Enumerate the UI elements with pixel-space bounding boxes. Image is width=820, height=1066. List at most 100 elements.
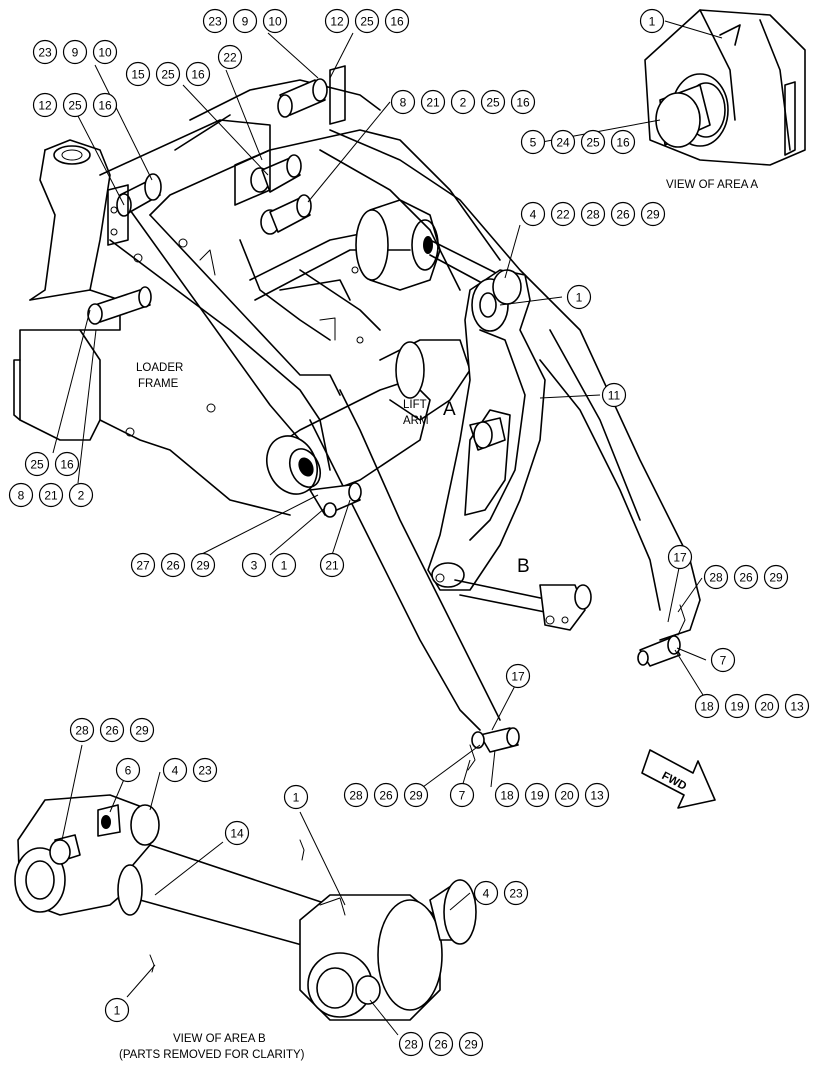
callout-bubble: 25 (62, 92, 88, 118)
callout-circle (54, 451, 80, 477)
callout-number: 29 (409, 789, 423, 803)
callout-circle (724, 693, 750, 719)
callout-number: 14 (230, 827, 244, 841)
callout-group: 7 (710, 647, 736, 673)
callout-bubble: 8 (8, 482, 34, 508)
callout-bubble: 27 (130, 552, 156, 578)
callout-circle (505, 663, 531, 689)
lift-arm-label-line2: ARM (403, 415, 429, 427)
callout-circle (494, 782, 520, 808)
callout-circle (710, 647, 736, 673)
callout-circle (160, 552, 186, 578)
callout-bubble: 7 (449, 782, 475, 808)
callout-circle (450, 89, 476, 115)
callout-bubble: 25 (580, 129, 606, 155)
callout-circle (640, 201, 666, 227)
callout-circle (162, 757, 188, 783)
callout-number: 12 (38, 99, 52, 113)
callout-circle (373, 782, 399, 808)
callout-number: 25 (30, 458, 44, 472)
callout-bubble: 28 (580, 201, 606, 227)
callout-bubble: 21 (38, 482, 64, 508)
callout-bubble: 11 (601, 382, 627, 408)
callout-bubble: 26 (99, 717, 125, 743)
area-a-inset-drawing (644, 9, 806, 166)
text-labels: LOADER FRAME LIFT ARM A B VIEW OF AREA A… (119, 179, 758, 1061)
callout-number: 3 (251, 559, 258, 573)
callout-number: 11 (608, 389, 621, 403)
callout-number: 13 (590, 789, 604, 803)
callout-circle (428, 1031, 454, 1057)
callout-bubble: 23 (32, 39, 58, 65)
callout-circle (520, 129, 546, 155)
callout-bubble: 28 (69, 717, 95, 743)
callout-bubble: 12 (324, 8, 350, 34)
callout-group: 1 (566, 284, 592, 310)
callout-number: 13 (790, 700, 804, 714)
callout-group: 6 (115, 757, 141, 783)
callout-group: 11 (601, 382, 627, 408)
callout-circle (763, 564, 789, 590)
callout-number: 28 (586, 208, 600, 222)
callout-number: 18 (700, 700, 714, 714)
callout-number: 16 (390, 15, 404, 29)
callout-number: 27 (136, 559, 150, 573)
callout-circle (32, 39, 58, 65)
callout-number: 26 (739, 571, 753, 585)
callout-bubble: 26 (610, 201, 636, 227)
callout-circle (449, 782, 475, 808)
callout-bubble: 29 (640, 201, 666, 227)
callout-circle (262, 8, 288, 34)
callout-circle (224, 820, 250, 846)
callout-number: 16 (98, 99, 112, 113)
callout-bubble: 1 (639, 8, 665, 34)
callout-number: 15 (131, 68, 145, 82)
callout-number: 26 (166, 559, 180, 573)
callout-number: 9 (242, 15, 249, 29)
callout-number: 8 (400, 96, 407, 110)
callout-circle (217, 44, 243, 70)
callout-group: 7 (449, 782, 475, 808)
callout-bubble: 15 (125, 61, 151, 87)
callout-number: 28 (404, 1038, 418, 1052)
callout-bubble: 12 (32, 92, 58, 118)
callout-group: 1 (104, 997, 130, 1023)
callout-bubble: 14 (224, 820, 250, 846)
callout-circle (566, 284, 592, 310)
area-b-marker: B (517, 556, 530, 577)
callout-number: 10 (268, 15, 282, 29)
callout-number: 12 (330, 15, 344, 29)
callout-bubble: 22 (550, 201, 576, 227)
callout-bubble: 18 (694, 693, 720, 719)
callout-number: 29 (769, 571, 783, 585)
callout-bubble: 25 (480, 89, 506, 115)
right-pin-drawing (467, 604, 686, 771)
callout-bubble: 29 (190, 552, 216, 578)
callout-bubble: 16 (92, 92, 118, 118)
callout-number: 25 (360, 15, 374, 29)
loader-frame-drawing (13, 65, 701, 731)
callout-circle (458, 1031, 484, 1057)
callout-number: 25 (486, 96, 500, 110)
callout-number: 16 (616, 136, 630, 150)
callout-circle (390, 89, 416, 115)
callout-circle (62, 39, 88, 65)
callout-number: 20 (760, 700, 774, 714)
callout-circle (610, 201, 636, 227)
lift-arm-label-line1: LIFT (403, 399, 427, 411)
callout-bubble: 20 (754, 693, 780, 719)
callout-number: 9 (72, 46, 79, 60)
callout-circle (130, 552, 156, 578)
callout-group: 1 (639, 8, 665, 34)
callout-bubble: 8 (390, 89, 416, 115)
callout-circle (202, 8, 228, 34)
callout-circle (610, 129, 636, 155)
callout-number: 26 (105, 724, 119, 738)
